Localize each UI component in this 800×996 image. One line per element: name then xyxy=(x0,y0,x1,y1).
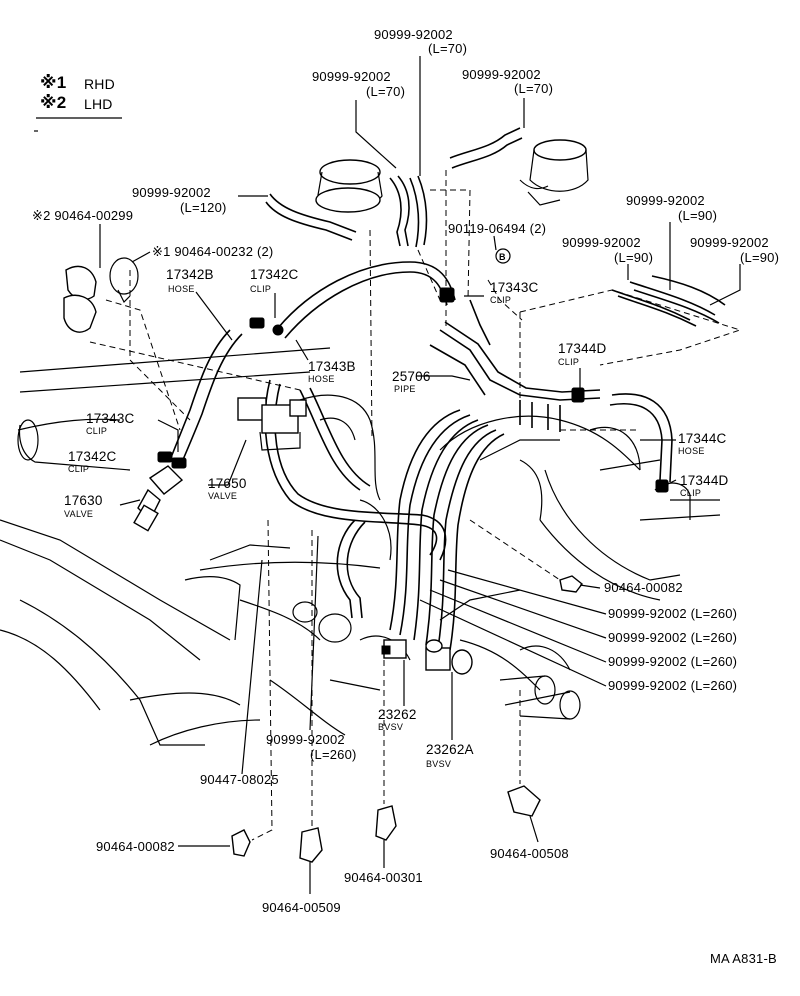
label-17343c-left: 17343C xyxy=(86,411,135,426)
label-clip-lhd: ※2 90464-00299 xyxy=(32,208,134,223)
label-17344c: 17344C xyxy=(678,431,727,446)
label-17630: 17630 xyxy=(64,493,103,508)
label-17342c-top-desc: CLIP xyxy=(250,284,272,294)
legend-text-lhd: LHD xyxy=(84,96,113,112)
label-17344d-right-desc: CLIP xyxy=(680,488,702,498)
label-17344d-right: 17344D xyxy=(680,473,729,488)
label-hose-l90-b-note: (L=90) xyxy=(614,250,654,265)
label-17343c-top-desc: CLIP xyxy=(490,295,512,305)
label-17343b-desc: HOSE xyxy=(308,374,335,384)
label-25706-desc: PIPE xyxy=(394,384,416,394)
label-bolt-90119: 90119-06494 (2) xyxy=(448,221,547,236)
label-clip-90464-00509: 90464-00509 xyxy=(262,900,341,915)
label-hose-l260-2: 90999-92002 (L=260) xyxy=(608,630,738,645)
svg-text:B: B xyxy=(499,252,506,262)
label-17343c-top: 17343C xyxy=(490,280,539,295)
label-17342c-left: 17342C xyxy=(68,449,117,464)
label-17650-desc: VALVE xyxy=(208,491,238,501)
label-23262: 23262 xyxy=(378,707,417,722)
label-17630-desc: VALVE xyxy=(64,509,94,519)
label-17342c-left-desc: CLIP xyxy=(68,464,90,474)
component-drawings: B xyxy=(63,248,669,863)
label-clip-rhd: ※1 90464-00232 (2) xyxy=(152,244,274,259)
label-hose-l260-1: 90999-92002 (L=260) xyxy=(608,606,738,621)
label-clip-90464-00508: 90464-00508 xyxy=(490,846,569,861)
label-hose-right-l70: 90999-92002 xyxy=(462,67,541,82)
label-hose-top-l70: 90999-92002 xyxy=(374,27,453,42)
leader-lines xyxy=(99,56,741,894)
label-17342b-desc: HOSE xyxy=(168,284,195,294)
label-hose-right-l70-note: (L=70) xyxy=(514,81,554,96)
label-17344d-top: 17344D xyxy=(558,341,607,356)
label-hose-l90-b: 90999-92002 xyxy=(562,235,641,250)
label-hose-top-l70-note: (L=70) xyxy=(428,41,468,56)
label-17342b: 17342B xyxy=(166,267,214,282)
label-17344c-desc: HOSE xyxy=(678,446,705,456)
legend-mark-1: ※1 xyxy=(40,73,67,92)
label-hose-mid-l70: 90999-92002 xyxy=(312,69,391,84)
label-clip-90464-00082-right: 90464-00082 xyxy=(604,580,683,595)
label-17342c-top: 17342C xyxy=(250,267,299,282)
label-clip-90464-00301: 90464-00301 xyxy=(344,870,423,885)
label-hose-l260-bottom-note: (L=260) xyxy=(310,747,357,762)
label-hose-l260-4: 90999-92002 (L=260) xyxy=(608,678,738,693)
label-17650: 17650 xyxy=(208,476,247,491)
label-clip-90464-00082-bottom: 90464-00082 xyxy=(96,839,175,854)
label-hose-l90-c-note: (L=90) xyxy=(740,250,780,265)
dashed-guides xyxy=(89,170,742,841)
label-17343c-left-desc: CLIP xyxy=(86,426,108,436)
label-hose-l120-note: (L=120) xyxy=(180,200,227,215)
label-23262-desc: BVSV xyxy=(378,722,404,732)
figure-code: MA A831-B xyxy=(710,951,777,966)
label-hose-mid-l70-note: (L=70) xyxy=(366,84,406,99)
label-hose-l90-c: 90999-92002 xyxy=(690,235,769,250)
hose-drawings xyxy=(169,127,726,651)
label-23262a: 23262A xyxy=(426,742,474,757)
legend-mark-2: ※2 xyxy=(40,93,67,112)
label-23262a-desc: BVSV xyxy=(426,759,452,769)
label-hose-l90-a: 90999-92002 xyxy=(626,193,705,208)
label-25706: 25706 xyxy=(392,369,431,384)
label-hose-l120: 90999-92002 xyxy=(132,185,211,200)
legend-text-rhd: RHD xyxy=(84,76,115,92)
label-hose-l90-a-note: (L=90) xyxy=(678,208,718,223)
label-hose-l260-bottom: 90999-92002 xyxy=(266,732,345,747)
label-17344d-top-desc: CLIP xyxy=(558,357,580,367)
label-hose-l260-3: 90999-92002 (L=260) xyxy=(608,654,738,669)
label-17343b: 17343B xyxy=(308,359,356,374)
label-90447-08025: 90447-08025 xyxy=(200,772,279,787)
